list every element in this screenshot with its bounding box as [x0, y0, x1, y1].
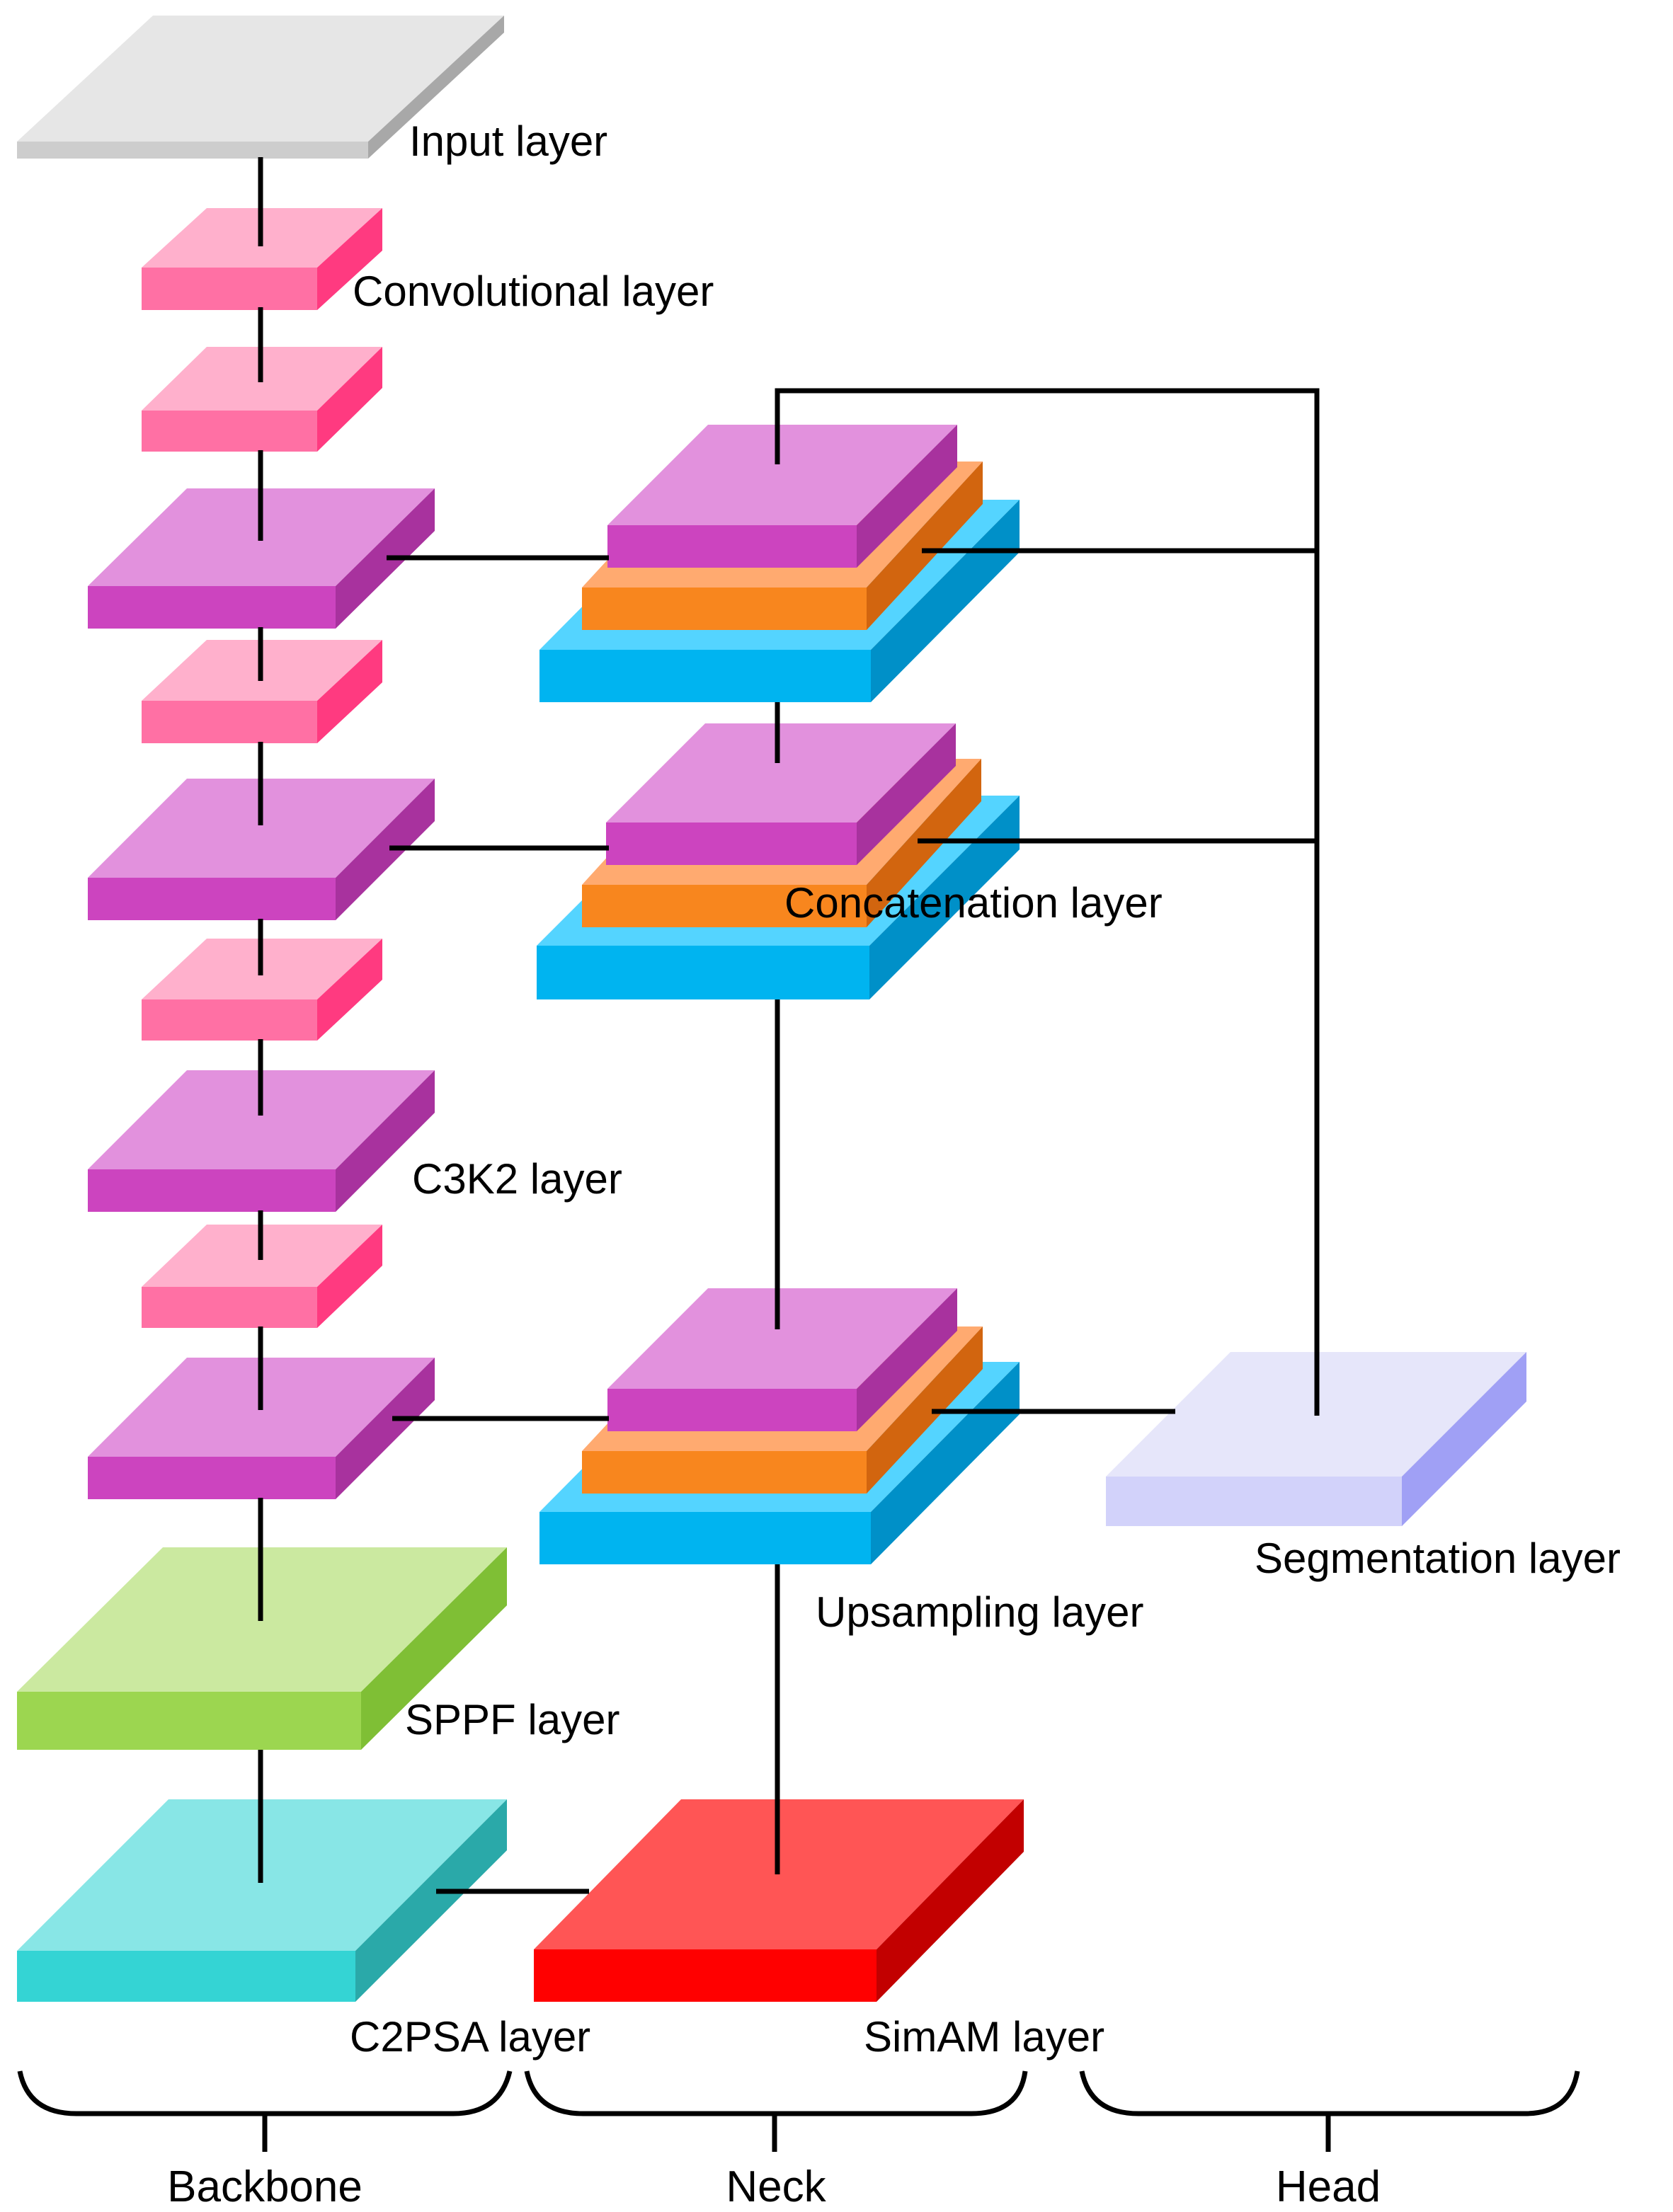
- layer-blocks: [17, 16, 1526, 2002]
- backbone-brace: [17, 2070, 513, 2116]
- head-section-label: Head: [1276, 2162, 1381, 2211]
- concat-stack-2: [537, 723, 1020, 999]
- head-brace: [1079, 2070, 1580, 2116]
- upsampling-layer-label: Upsampling layer: [816, 1588, 1144, 1636]
- conv-layer-label: Convolutional layer: [353, 268, 714, 315]
- concat-stack-1: [539, 425, 1020, 702]
- c3k2-layer-label: C3K2 layer: [412, 1155, 622, 1203]
- c2psa-layer-label: C2PSA layer: [350, 2013, 590, 2061]
- backbone-section-label: Backbone: [167, 2162, 362, 2211]
- neck-brace: [524, 2070, 1028, 2116]
- input-layer-label: Input layer: [409, 118, 607, 165]
- input-layer-block: [17, 16, 504, 159]
- layer-labels: Input layer Convolutional layer Concaten…: [167, 118, 1621, 2211]
- concat-layer-label: Concatenation layer: [784, 879, 1163, 927]
- simam-layer-label: SimAM layer: [864, 2013, 1104, 2061]
- wire-head-top: [775, 388, 1320, 1416]
- upsampling-stack: [539, 1288, 1020, 1564]
- sppf-layer-label: SPPF layer: [405, 1696, 619, 1743]
- section-braces: [17, 2070, 1580, 2152]
- segmentation-layer-label: Segmentation layer: [1255, 1535, 1621, 1582]
- c3k2-layer-block-2: [88, 779, 435, 920]
- neck-section-label: Neck: [726, 2162, 826, 2211]
- connection-lines: [258, 157, 1320, 1894]
- c3k2-layer-block-3: [88, 1070, 435, 1212]
